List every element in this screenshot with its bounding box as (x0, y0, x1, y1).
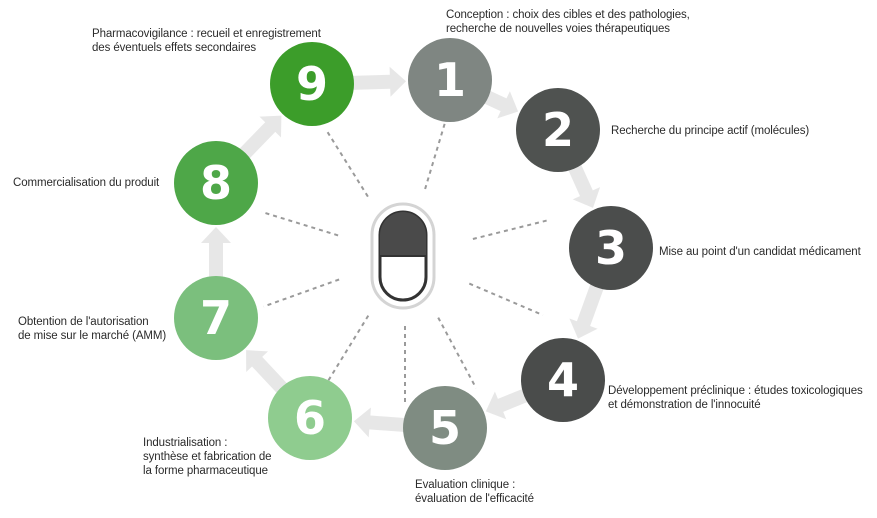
step-6-line-2: synthèse et fabrication de (143, 451, 272, 463)
cycle-arrow (569, 279, 606, 339)
step-7-line-2: de mise sur le marché (AMM) (18, 330, 167, 342)
step-5-line-1: Evaluation clinique : (415, 479, 516, 491)
step-circles: 9 1 2 3 4 5 6 7 8 (174, 38, 653, 470)
step-4-label: Développement préclinique : études toxic… (608, 384, 863, 412)
radial-dash (263, 278, 340, 308)
step-4-number: 4 (547, 353, 579, 407)
step-8-label: Commercialisation du produit (13, 176, 159, 190)
step-2-number: 2 (542, 103, 574, 157)
step-9-circle: 9 (270, 42, 354, 126)
step-7-number: 7 (200, 291, 232, 345)
step-6-label: Industrialisation : synthèse et fabricat… (143, 436, 272, 478)
step-5-line-2: évaluation de l'efficacité (415, 493, 534, 505)
step-9-number: 9 (296, 57, 328, 111)
cycle-arrow (479, 88, 519, 119)
radial-dash (261, 210, 339, 237)
step-6-circle: 6 (268, 376, 352, 460)
pill-capsule-icon (370, 202, 436, 310)
step-6-number: 6 (294, 391, 326, 445)
radial-dash (437, 317, 477, 389)
step-3-line-1: Mise au point d'un candidat médicament (659, 246, 861, 258)
radial-dashes (261, 112, 551, 406)
step-4-circle: 4 (521, 338, 605, 422)
cycle-arrows (201, 66, 606, 438)
step-1-number: 1 (434, 53, 466, 107)
step-3-number: 3 (595, 221, 627, 275)
step-7-line-1: Obtention de l'autorisation (18, 316, 149, 328)
step-2-line-1: Recherche du principe actif (molécules) (611, 125, 810, 137)
step-8-number: 8 (200, 156, 232, 210)
step-2-circle: 2 (516, 88, 600, 172)
step-1-line-1: Conception : choix des cibles et des pat… (446, 9, 690, 21)
radial-dash (468, 282, 544, 317)
cycle-arrow (353, 407, 410, 438)
step-3-circle: 3 (569, 206, 653, 290)
step-7-label: Obtention de l'autorisation de mise sur … (18, 315, 166, 343)
step-9-label: Pharmacovigilance : recueil et enregistr… (92, 27, 321, 55)
radial-dash (324, 128, 369, 198)
step-5-circle: 5 (403, 386, 487, 470)
step-3-label: Mise au point d'un candidat médicament (659, 245, 861, 259)
step-8-line-1: Commercialisation du produit (13, 177, 160, 189)
cycle-arrow (201, 227, 231, 282)
step-1-line-2: recherche de nouvelles voies thérapeutiq… (446, 23, 670, 35)
step-6-line-3: la forme pharmaceutique (143, 465, 268, 477)
cycle-arrow (566, 160, 601, 208)
step-1-circle: 1 (408, 38, 492, 122)
radial-dash (325, 315, 370, 385)
radial-dash (472, 218, 551, 240)
step-4-line-1: Développement préclinique : études toxic… (608, 385, 863, 397)
radial-dash (424, 112, 450, 190)
cycle-arrow (485, 387, 533, 420)
step-5-label: Evaluation clinique : évaluation de l'ef… (415, 478, 534, 506)
cycle-arrow (246, 350, 291, 397)
step-7-circle: 7 (174, 276, 258, 360)
step-1-label: Conception : choix des cibles et des pat… (446, 8, 690, 36)
step-2-label: Recherche du principe actif (molécules) (611, 124, 809, 138)
step-4-line-2: et démonstration de l'innocuité (608, 399, 761, 411)
cycle-arrow (236, 115, 282, 162)
step-6-line-1: Industrialisation : (143, 437, 228, 449)
step-5-number: 5 (429, 401, 461, 455)
cycle-arrow (347, 66, 406, 97)
step-9-line-2: des éventuels effets secondaires (92, 42, 257, 54)
step-9-line-1: Pharmacovigilance : recueil et enregistr… (92, 28, 321, 40)
step-8-circle: 8 (174, 141, 258, 225)
